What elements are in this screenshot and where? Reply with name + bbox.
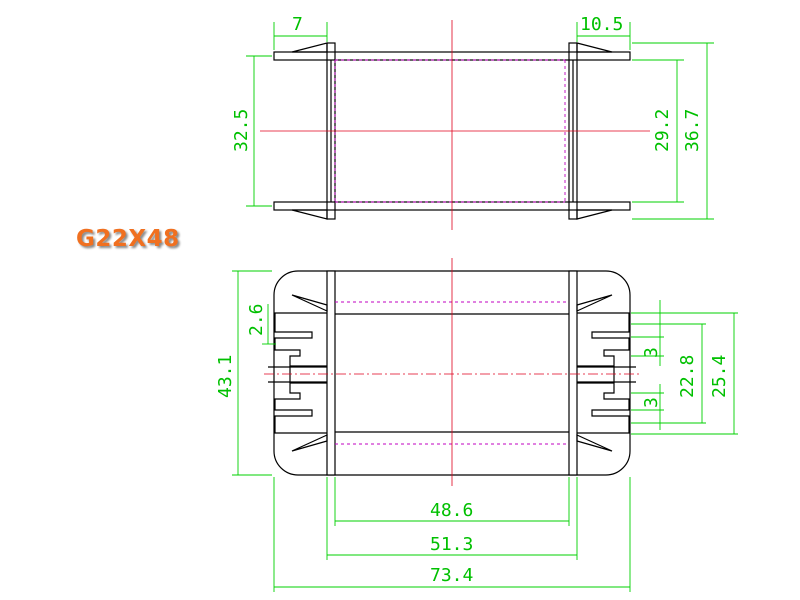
pin-top-right-lower	[576, 209, 613, 220]
dim-height-total: 36.7	[682, 109, 703, 152]
dim-inner-height: 22.8	[677, 355, 698, 398]
top-view: 7 10.5 32.5 29.2 36.7	[231, 14, 714, 230]
pin-front-right-lower	[576, 434, 613, 452]
pin-top-left-lower	[291, 209, 328, 220]
dim-inner-width: 48.6	[430, 500, 473, 521]
pin-front-right-upper	[576, 294, 613, 312]
pin-front-left-upper	[291, 294, 328, 312]
model-label: G22X48	[76, 226, 180, 252]
pin-front-left-lower	[291, 434, 328, 452]
dim-pitch-lower: 3	[641, 397, 662, 408]
dim-pitch-upper: 3	[641, 347, 662, 358]
left-comb-fins	[274, 312, 327, 434]
dim-height-inner: 29.2	[652, 109, 673, 152]
dim-flange-left: 7	[292, 14, 303, 35]
right-comb-fins	[577, 312, 630, 434]
pin-top-left-upper	[291, 42, 328, 53]
dim-front-height-total: 43.1	[215, 355, 236, 398]
dim-outer-height: 25.4	[709, 355, 730, 398]
pin-top-right-upper	[576, 42, 613, 53]
dim-flange-right: 10.5	[580, 14, 623, 35]
dim-pin-offset: 2.6	[246, 303, 267, 336]
dim-flange-width: 51.3	[430, 534, 473, 555]
front-wall-left	[326, 270, 336, 476]
front-view: 43.1 2.6 3 3 22.8 25.4 48.6	[215, 258, 738, 592]
dim-height-outer: 32.5	[231, 109, 252, 152]
dim-total-width: 73.4	[430, 565, 473, 586]
front-wall-right	[568, 270, 578, 476]
